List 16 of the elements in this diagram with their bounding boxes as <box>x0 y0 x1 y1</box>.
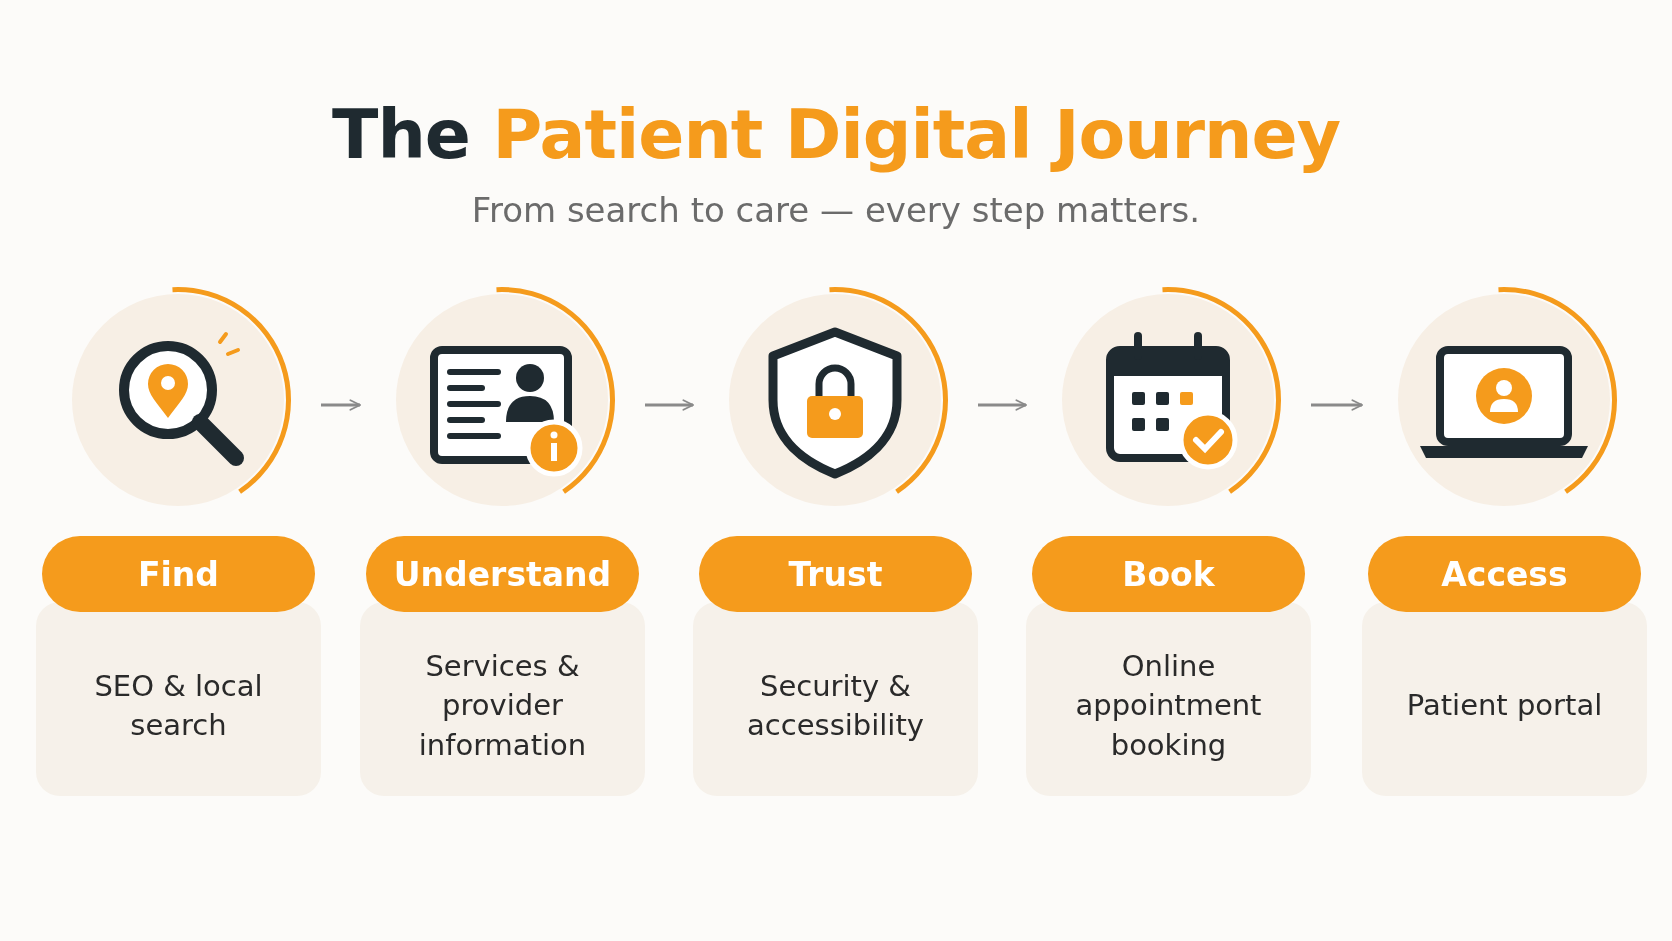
step-title: Trust <box>699 536 972 612</box>
arrow <box>978 399 1027 411</box>
step-description: SEO & local search <box>93 667 264 744</box>
step-description: Security & accessibility <box>746 667 925 744</box>
step-description: Services & provider information <box>417 648 588 764</box>
step-description: Patient portal <box>1405 687 1604 725</box>
step-title: Access <box>1368 536 1641 612</box>
arrow <box>1311 399 1363 411</box>
step-title: Understand <box>366 536 639 612</box>
arrow <box>645 399 694 411</box>
step-title: Book <box>1032 536 1305 612</box>
title: The Patient Digital Journey <box>331 95 1341 174</box>
subtitle: From search to care — every step matters. <box>470 190 1202 230</box>
step-title: Find <box>42 536 315 612</box>
arrow <box>321 399 361 411</box>
step-description: Online appointment booking <box>1074 648 1263 764</box>
